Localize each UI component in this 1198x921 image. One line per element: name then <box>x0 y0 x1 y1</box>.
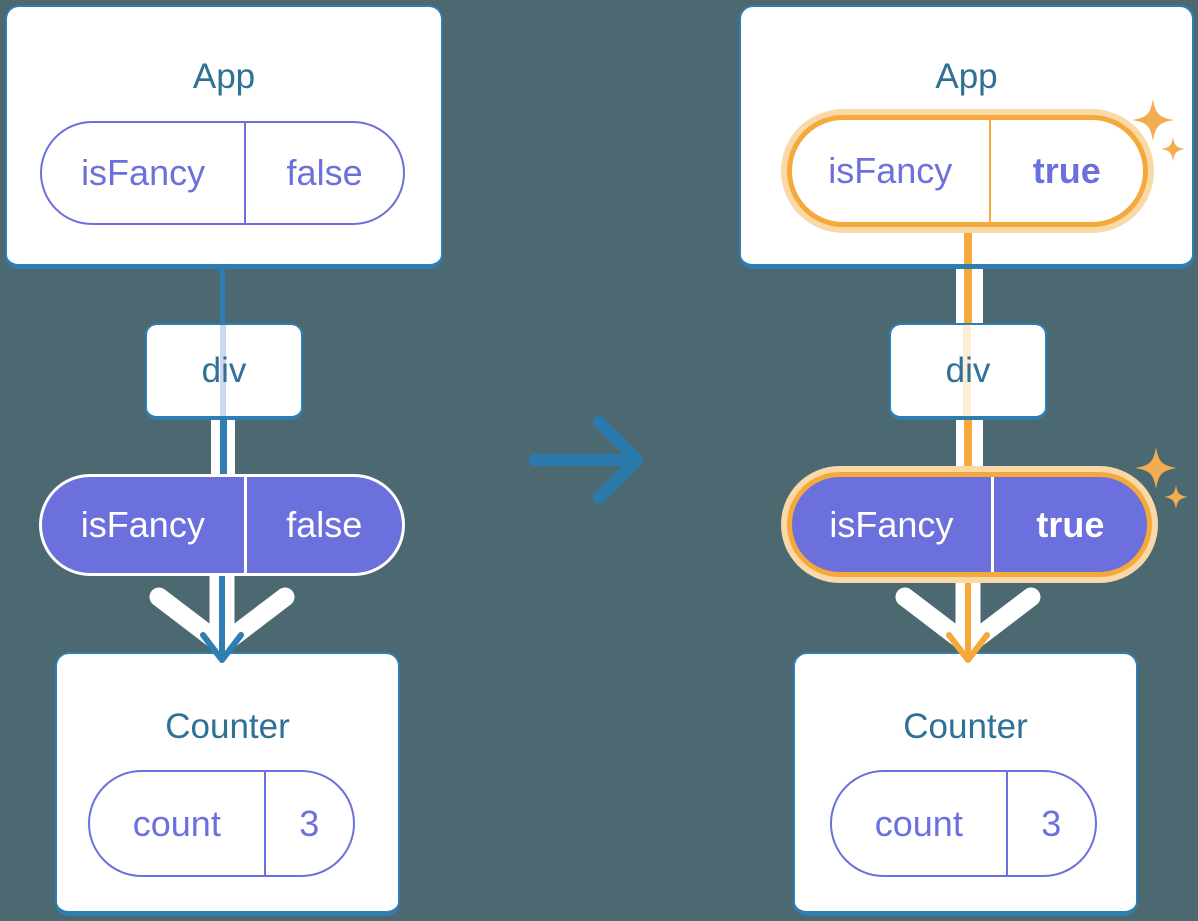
prop-value: true <box>1032 150 1101 191</box>
pill-divider <box>988 120 991 222</box>
before-through-div-line <box>220 325 226 416</box>
prop-value: true <box>1036 503 1105 545</box>
state-name: count <box>132 802 221 844</box>
after-app-prop-pill: isFancy true <box>787 115 1148 227</box>
pill-divider <box>244 123 247 223</box>
prop-value: false <box>286 152 363 193</box>
prop-name: isFancy <box>829 503 954 545</box>
before-counter-title: Counter <box>165 707 290 746</box>
before-counter-state-pill: count 3 <box>88 770 355 877</box>
state-name: count <box>874 802 963 844</box>
pill-divider <box>243 477 247 573</box>
after-app-title: App <box>935 57 998 96</box>
pill-divider <box>1005 772 1008 875</box>
prop-value: false <box>286 504 363 545</box>
before-passed-prop-pill: isFancy false <box>39 474 405 576</box>
prop-name: isFancy <box>828 150 953 191</box>
after-div-label: div <box>945 350 991 390</box>
prop-name: isFancy <box>81 152 206 193</box>
transition-arrow-icon <box>529 416 643 504</box>
before-div-label: div <box>201 350 247 390</box>
after-counter-title: Counter <box>903 707 1028 746</box>
before-app-to-div-line <box>220 264 225 326</box>
before-div-box: div <box>145 323 303 420</box>
after-app-to-div-core <box>964 266 972 326</box>
before-app-prop-pill: isFancy false <box>40 121 405 225</box>
state-value: 3 <box>299 802 320 844</box>
before-pass-down-arrow-icon <box>149 573 295 663</box>
sparkles-icon <box>1135 447 1188 509</box>
pill-divider <box>990 477 994 572</box>
state-value: 3 <box>1041 802 1062 844</box>
after-passed-prop-pill: isFancy true <box>787 472 1152 577</box>
after-div-to-prop-core <box>964 417 972 480</box>
after-div-box: div <box>889 323 1047 420</box>
after-counter-state-pill: count 3 <box>830 770 1097 877</box>
pill-divider <box>263 772 266 875</box>
before-div-to-prop-core <box>220 417 227 480</box>
after-pass-down-arrow-icon <box>895 573 1041 663</box>
before-app-title: App <box>192 57 256 96</box>
after-through-div-line <box>963 325 971 416</box>
after-prop-stub-line <box>964 231 972 264</box>
prop-name: isFancy <box>80 504 205 545</box>
sparkles-icon <box>1132 99 1185 161</box>
